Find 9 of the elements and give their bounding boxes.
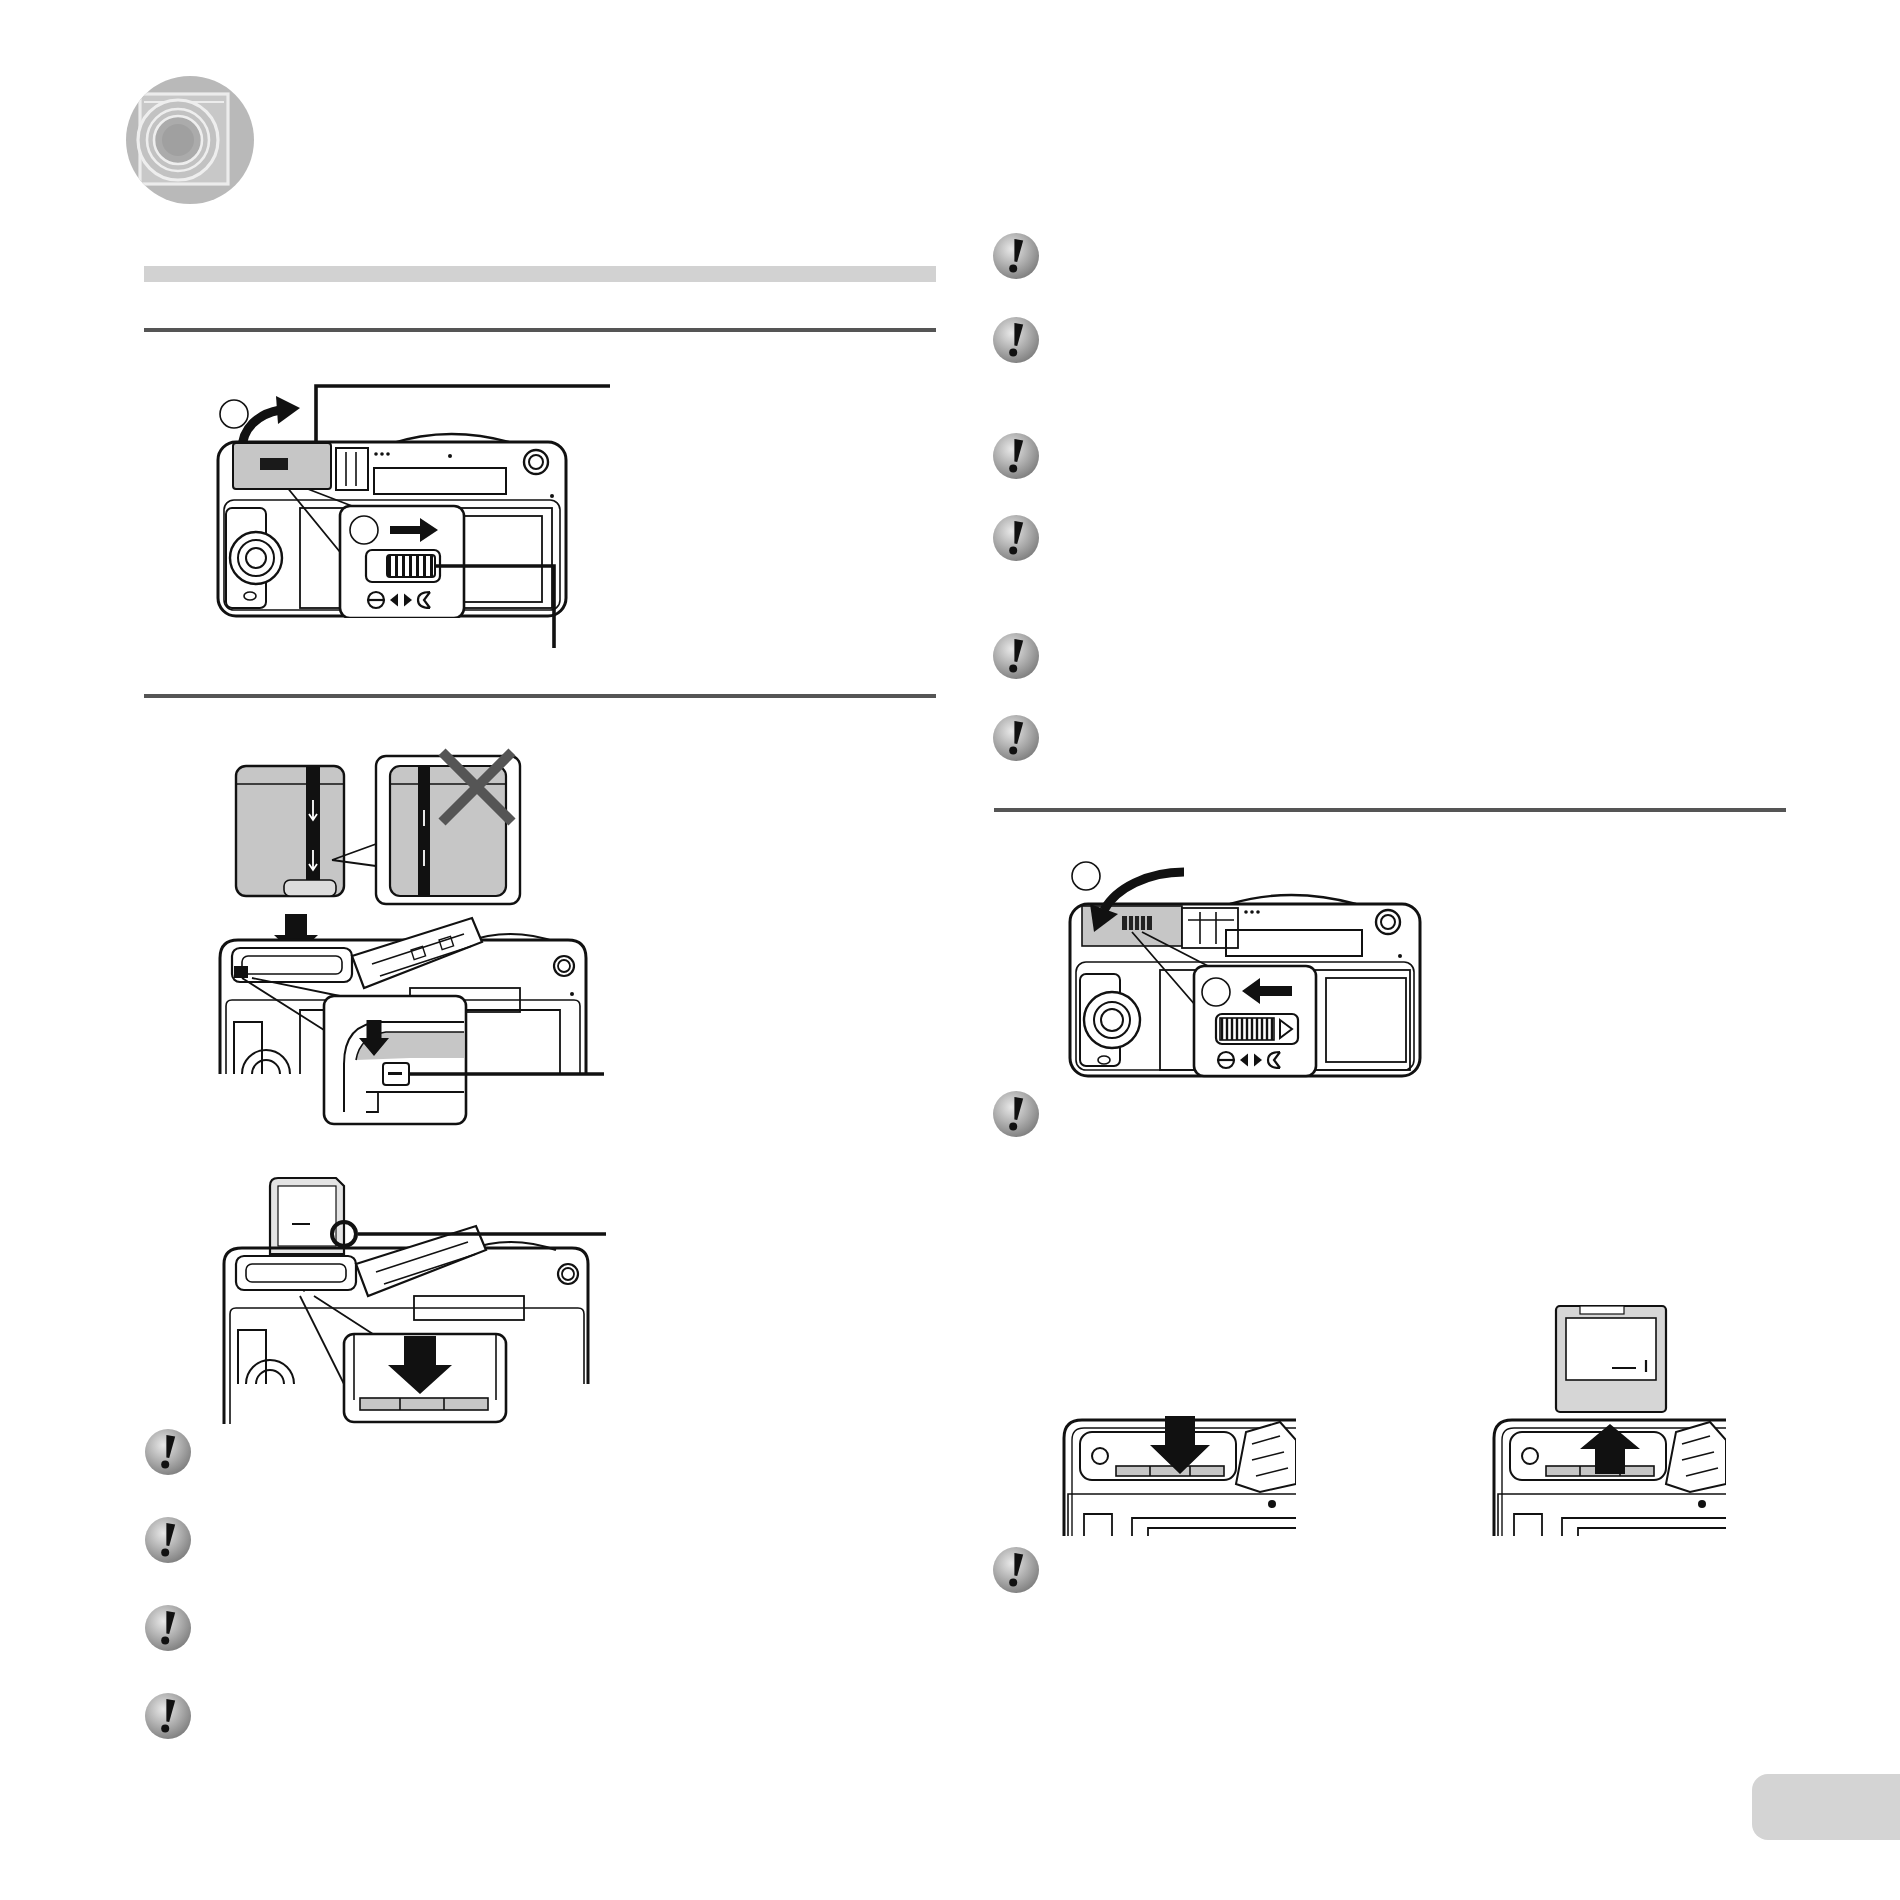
leader-line <box>410 1072 604 1076</box>
leader-line <box>436 564 556 648</box>
leader-line <box>314 384 610 442</box>
battery-lock-knob <box>382 1062 410 1086</box>
page-tab <box>1752 1774 1900 1840</box>
highlight-ring <box>330 1220 358 1248</box>
lock-knob <box>386 554 436 578</box>
leader-line <box>358 1232 606 1236</box>
compartment-lid <box>232 442 332 490</box>
